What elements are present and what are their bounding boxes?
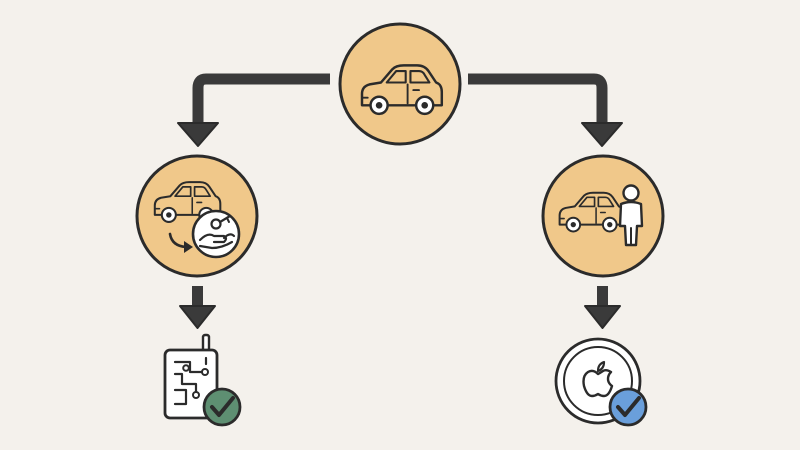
node-car-handover	[135, 154, 259, 278]
connector-top-right	[468, 73, 623, 147]
node-chip-key	[163, 333, 242, 427]
connector-top-left	[177, 73, 330, 147]
car-key-exchange-icon	[153, 181, 241, 259]
check-icon	[608, 387, 648, 427]
connector-right-down	[584, 286, 621, 329]
car-with-person-icon	[558, 184, 644, 247]
connector-left-down	[179, 286, 216, 329]
node-car-owner	[541, 154, 665, 278]
arrow-head-down-icon	[177, 122, 219, 147]
node-car	[338, 22, 462, 146]
arrow-head-down-icon	[179, 305, 216, 329]
check-icon	[202, 387, 242, 427]
node-apple-key	[554, 337, 648, 427]
arrow-head-down-icon	[584, 305, 621, 329]
arrow-head-down-icon	[581, 122, 623, 147]
